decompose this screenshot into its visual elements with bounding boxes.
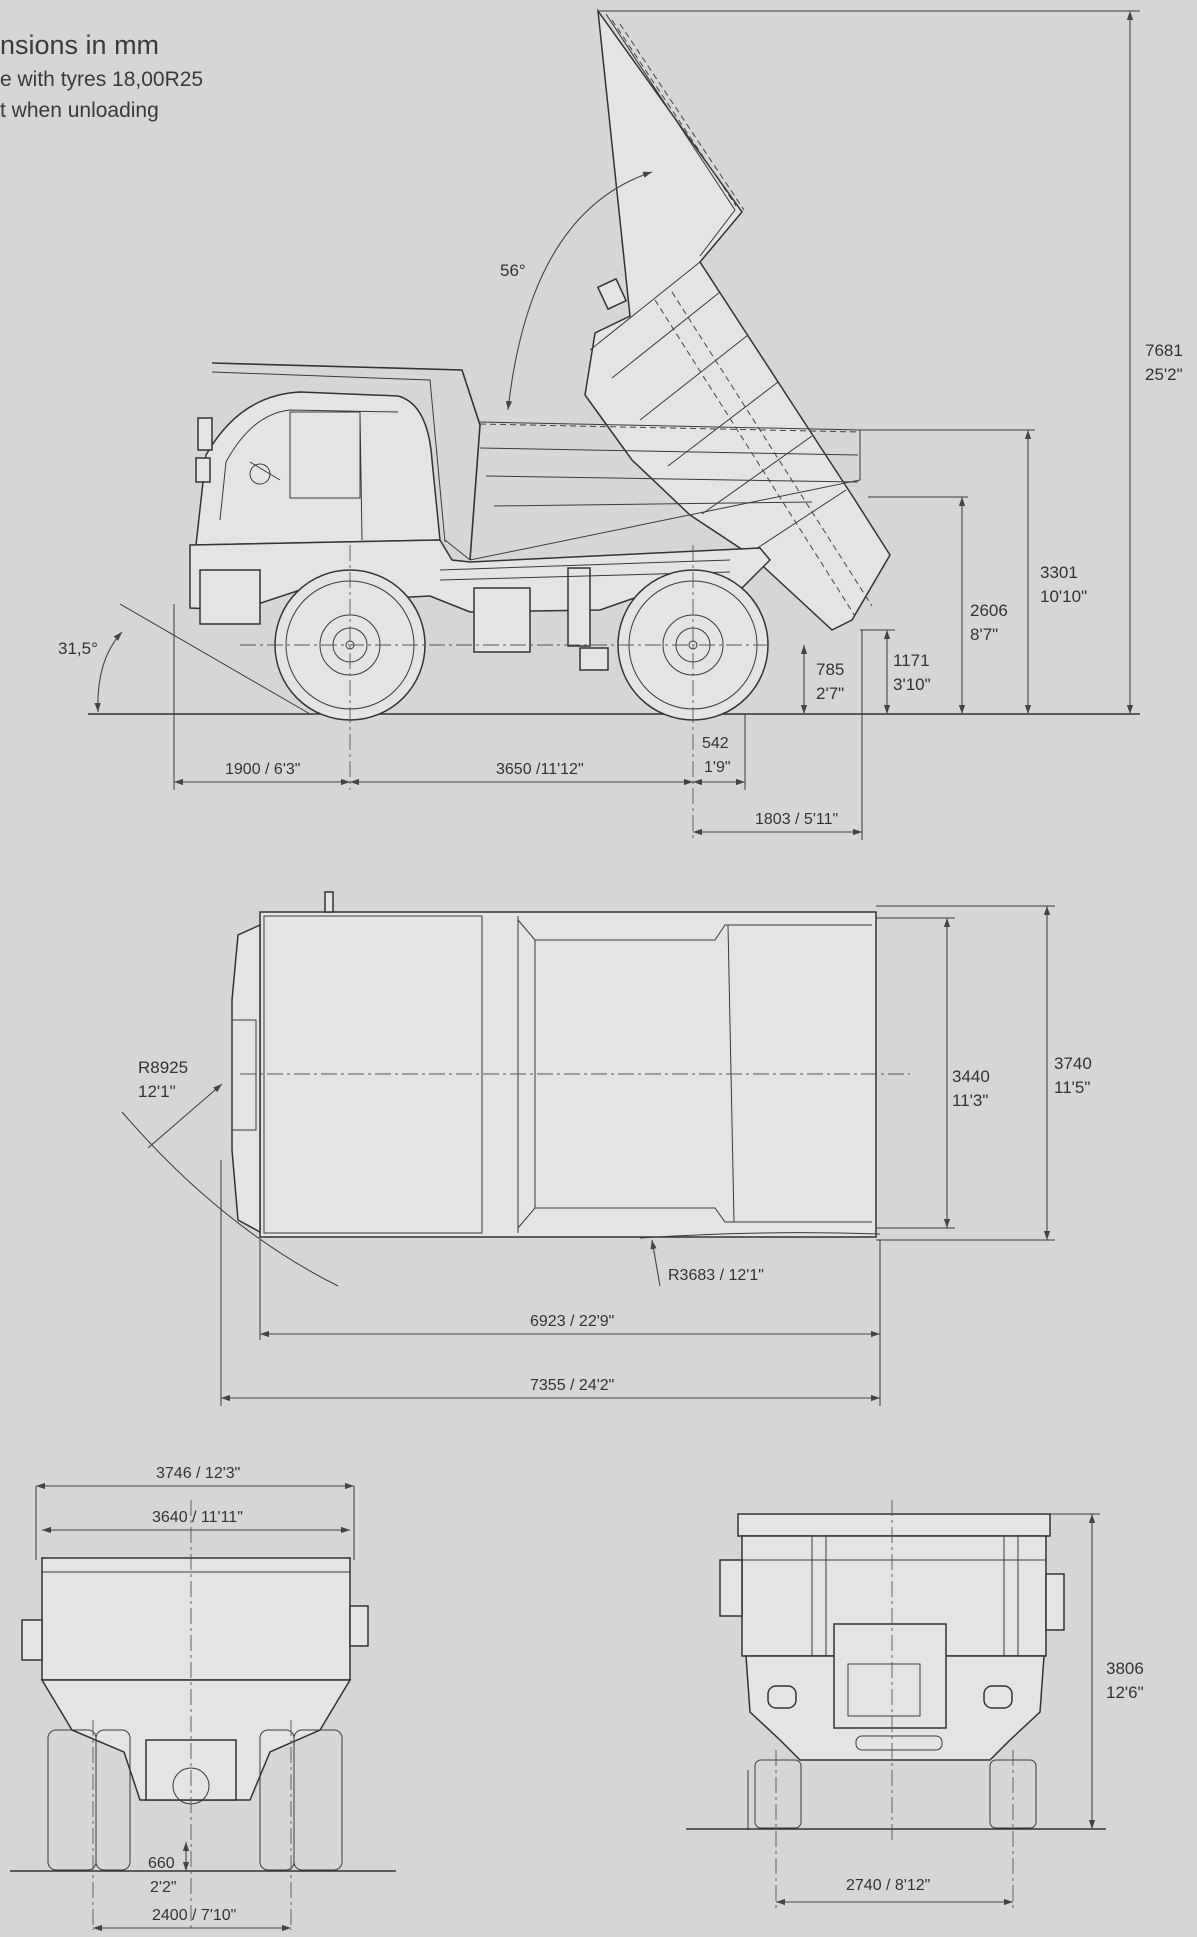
body-height-ft: 10'10": [1040, 587, 1087, 606]
cab: [196, 392, 440, 545]
side-view: 31,5° 56° 7681 25'2" 3301 10'10" 2606 8'…: [58, 11, 1183, 840]
rear-view: 3746 / 12'3" 3640 / 11'11" 660 2'2" 2400…: [10, 1465, 396, 1932]
header-notes: nsions in mm e with tyres 18,00R25 t whe…: [0, 30, 203, 122]
hinge-height-mm: 1171: [893, 651, 930, 670]
front-overhang-label: 1900 / 6'3": [225, 761, 300, 778]
front-track-label: 2740 / 8'12": [846, 1877, 930, 1894]
approach-line: [120, 604, 310, 714]
top-body-outline: [260, 912, 876, 1237]
top-view: R8925 12'1" R3683 / 12'1" 3440 11'3" 374…: [122, 892, 1092, 1406]
axle-height-ft: 2'7": [816, 684, 844, 703]
max-height-ft: 25'2": [1145, 365, 1183, 384]
rear-left-tyre: [48, 1730, 96, 1870]
ground-clearance-ft: 2'2": [150, 1879, 177, 1896]
hinge-height-ft: 3'10": [893, 675, 931, 694]
rear-inner-width-label: 3640 / 11'11": [152, 1509, 243, 1526]
front-height-mm: 3806: [1106, 1659, 1144, 1678]
rear-body: [42, 1558, 350, 1680]
outer-radius-ft: 12'1": [138, 1082, 176, 1101]
wheelbase-label: 3650 /11'12": [496, 761, 584, 778]
header-tyres: e with tyres 18,00R25: [0, 68, 203, 91]
body-length-label: 6923 / 22'9": [530, 1313, 614, 1330]
rear-overhang-label: 1803 / 5'11": [755, 811, 838, 828]
lowered-dump-body: [212, 363, 860, 560]
front-grille: [834, 1624, 946, 1728]
front-height-ft: 12'6": [1106, 1683, 1144, 1702]
body-width-ft: 11'3": [952, 1091, 988, 1110]
dump-angle-label: 56°: [500, 261, 526, 280]
tail-height-ft: 8'7": [970, 625, 998, 644]
tail-height-mm: 2606: [970, 601, 1008, 620]
overall-width-mm: 3740: [1054, 1054, 1092, 1073]
front-view: 3806 12'6" 2740 / 8'12": [686, 1500, 1144, 1910]
rear-track-label: 2400 / 7'10": [152, 1907, 236, 1924]
body-height-mm: 3301: [1040, 563, 1078, 582]
rear-outer-width-label: 3746 / 12'3": [156, 1465, 240, 1482]
max-height-mm: 7681: [1145, 341, 1183, 360]
rear-right-tyre: [294, 1730, 342, 1870]
hinge-offset-mm: 542: [702, 735, 729, 752]
overall-width-ft: 11'5": [1054, 1078, 1090, 1097]
raised-dump-body: [585, 11, 890, 630]
hinge-offset-ft: 1'9": [704, 759, 731, 776]
overall-length-label: 7355 / 24'2": [530, 1377, 614, 1394]
header-units: nsions in mm: [0, 30, 159, 60]
front-left-tyre: [755, 1760, 801, 1828]
inner-radius-label: R3683 / 12'1": [668, 1267, 764, 1284]
inner-radius-leader: [650, 1240, 660, 1286]
ground-clearance-mm: 660: [148, 1855, 175, 1872]
front-canopy: [738, 1514, 1050, 1536]
header-unloading: t when unloading: [0, 99, 159, 122]
axle-height-mm: 785: [816, 660, 844, 679]
body-width-mm: 3440: [952, 1067, 990, 1086]
approach-angle-label: 31,5°: [58, 639, 98, 658]
outer-radius-mm: R8925: [138, 1058, 188, 1077]
outer-radius-leader: [148, 1084, 222, 1148]
